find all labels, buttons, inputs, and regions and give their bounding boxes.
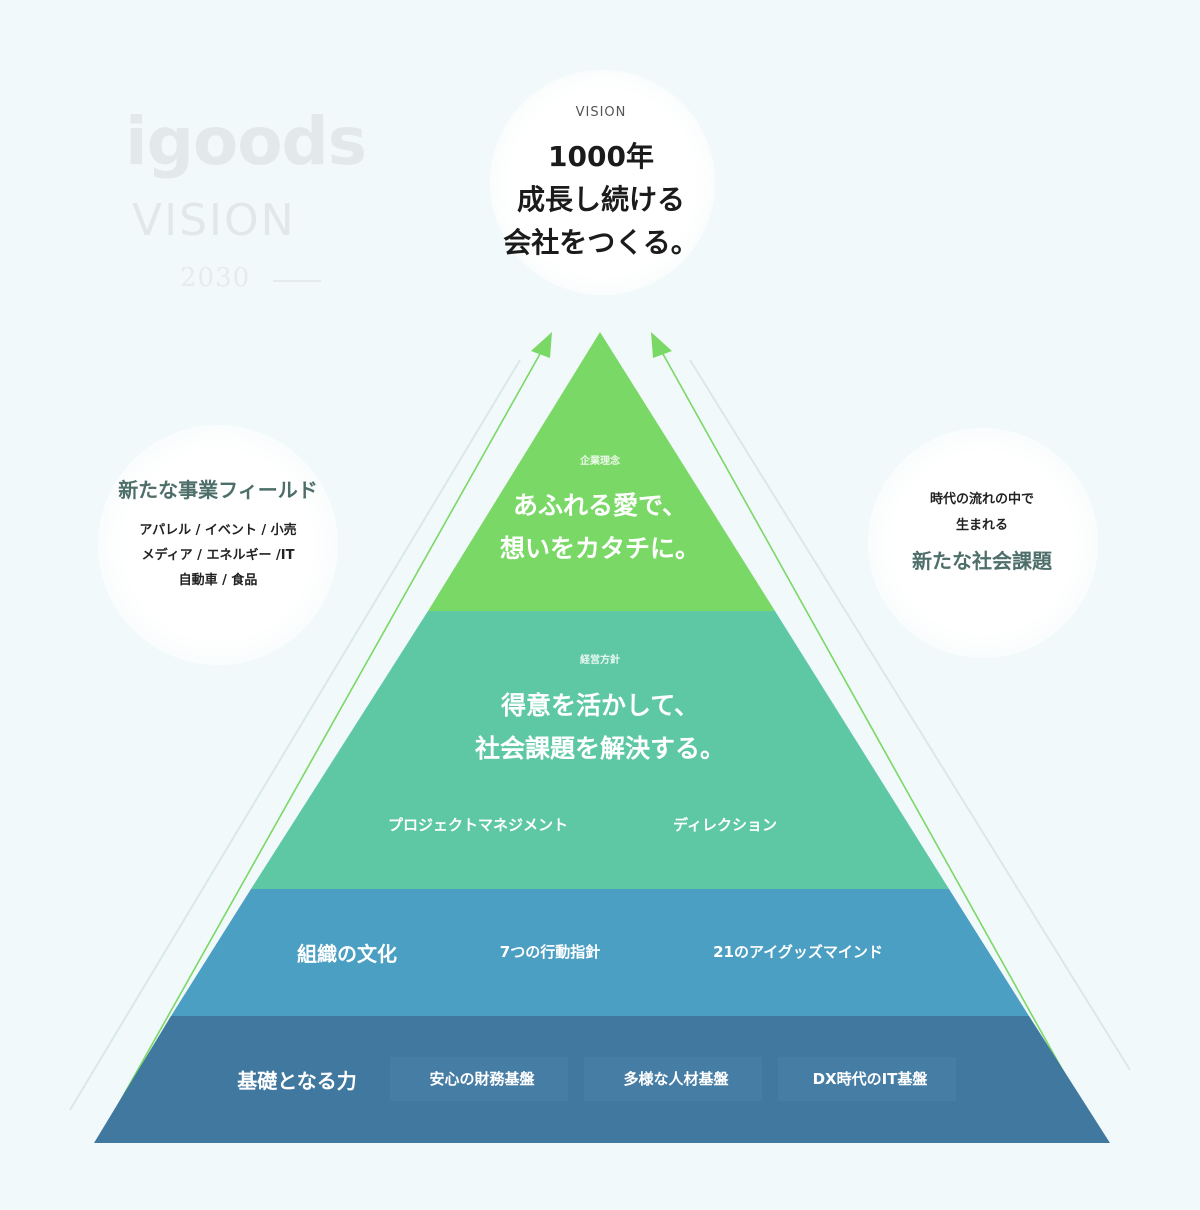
policy-item-project-management: プロジェクトマネジメント <box>387 816 568 834</box>
new-business-item: 自動車 / 食品 <box>178 573 258 588</box>
new-business-list: アパレル / イベント / 小売 メディア / エネルギー /IT 自動車 / … <box>98 518 338 593</box>
igoods-vision-logo: igoods VISION 2030 <box>95 95 367 315</box>
left-guide-line <box>69 359 521 1111</box>
foundation-item-box-2 <box>584 1057 762 1101</box>
left-arrow-line <box>103 344 546 1131</box>
tier-culture <box>171 889 1029 1016</box>
culture-item-code-of-conduct: 7つの行動指針 <box>499 943 601 961</box>
philosophy-label: 企業理念 <box>580 456 620 467</box>
vision-statement: 1000年 成長し続ける 会社をつくる。 <box>470 135 732 264</box>
social-issues-title: 新たな社会課題 <box>912 549 1052 573</box>
philosophy-line-2: 想いをカタチに。 <box>499 534 700 563</box>
vision-line-3: 会社をつくる。 <box>503 226 699 259</box>
policy-label: 経営方針 <box>580 655 620 666</box>
tier-philosophy <box>428 332 775 611</box>
new-business-bubble <box>98 425 338 665</box>
logo-divider <box>273 280 321 282</box>
logo-vision-text: VISION <box>132 195 296 246</box>
foundation-item-talent: 多様な人材基盤 <box>623 1070 729 1088</box>
foundation-item-box-3 <box>778 1057 956 1101</box>
social-issues-line-2: 生まれる <box>955 518 1008 533</box>
philosophy-line-1: あふれる愛で、 <box>512 491 687 520</box>
new-business-item: アパレル / イベント / 小売 <box>139 523 297 538</box>
foundation-item-box-1 <box>390 1057 568 1101</box>
right-guide-line <box>689 359 1131 1071</box>
right-arrow-head <box>651 332 672 358</box>
social-issues-bubble <box>868 428 1098 658</box>
logo-year: 2030 <box>180 263 251 293</box>
culture-title: 組織の文化 <box>297 942 397 966</box>
foundation-item-it: DX時代のIT基盤 <box>812 1070 928 1088</box>
policy-statement: 得意を活かして、 社会課題を解決する。 <box>400 684 800 770</box>
new-business-item: メディア / エネルギー /IT <box>141 548 295 563</box>
vision-label: VISION <box>575 105 627 120</box>
right-arrow-line <box>657 344 1097 1131</box>
vision-line-1: 1000年 <box>548 140 654 173</box>
policy-line-1: 得意を活かして、 <box>500 691 699 720</box>
culture-item-mindset: 21のアイグッズマインド <box>713 943 883 961</box>
policy-item-direction: ディレクション <box>673 816 777 834</box>
social-issues-line-1: 時代の流れの中で <box>929 492 1034 507</box>
foundation-item-finance: 安心の財務基盤 <box>429 1070 535 1088</box>
vision-bubble <box>490 70 715 295</box>
left-arrow-head <box>531 332 552 358</box>
foundation-title: 基礎となる力 <box>237 1069 357 1093</box>
philosophy-statement: あふれる愛で、 想いをカタチに。 <box>450 484 750 570</box>
vision-line-2: 成長し続ける <box>516 183 685 216</box>
tier-policy <box>251 611 949 889</box>
new-business-title: 新たな事業フィールド <box>118 478 318 502</box>
policy-line-2: 社会課題を解決する。 <box>474 734 725 763</box>
logo-wordmark: igoods <box>125 103 367 180</box>
